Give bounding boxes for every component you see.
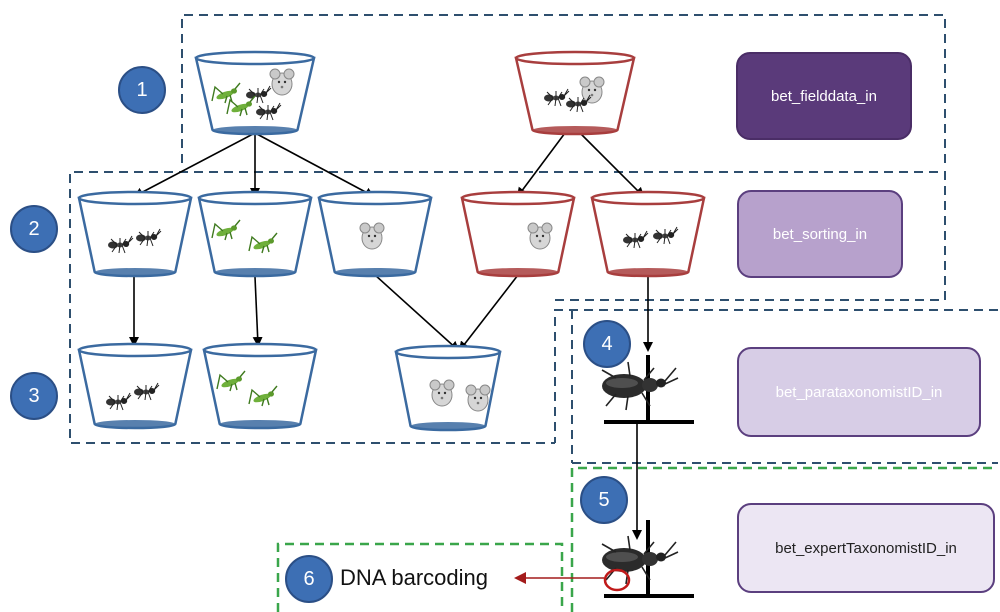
step-5-badge: 5 [580,476,628,524]
cup-icon [77,348,193,430]
table-name-fielddata: bet_fielddata_in [771,87,877,105]
step-3-badge: 3 [10,372,58,420]
cup-sort-hoppers [197,190,313,278]
beetle-icon [601,361,679,411]
leg-sample-circle [603,568,631,592]
step-1-badge: 1 [118,66,166,114]
step-4-badge: 4 [583,320,631,368]
beetle-icon [601,535,679,585]
cup-final-mice [394,344,502,432]
step-1-number: 1 [136,78,148,101]
cup-icon [197,196,313,278]
step-6-number: 6 [303,567,315,590]
region-step-5 [570,466,998,612]
table-name-expert-taxonomist: bet_expertTaxonomistID_in [775,539,957,557]
cup-field-blue [194,50,316,136]
region-step-6 [276,542,564,612]
cup-sort-red-ants [590,190,706,278]
table-box-expert-taxonomist: bet_expertTaxonomistID_in [737,503,995,593]
cup-sort-ants [77,190,193,278]
region-step-2-3 [69,171,946,444]
step-2-badge: 2 [10,205,58,253]
step-6-badge: 6 [285,555,333,603]
flow-arrows [129,132,653,540]
cup-icon [460,196,576,278]
step-3-number: 3 [28,384,40,407]
table-box-parataxonomist: bet_parataxonomistID_in [737,347,981,437]
step-5-number: 5 [598,488,610,511]
cups [77,50,706,432]
step-4-number: 4 [601,332,613,355]
cup-sort-red-mouse [460,190,576,278]
beetle-specimen-5 [601,520,694,598]
cup-field-red [514,50,636,136]
step-2-number: 2 [28,217,40,240]
table-name-sorting: bet_sorting_in [772,225,868,243]
table-box-sorting: bet_sorting_in [737,190,903,278]
table-box-fielddata: bet_fielddata_in [736,52,912,140]
region-step-4 [554,309,998,464]
cup-final-ants [77,342,193,430]
cup-sort-mouse [317,190,433,278]
table-name-parataxonomist: bet_parataxonomistID_in [775,383,943,401]
cup-icon [590,196,706,278]
cup-icon [77,196,193,278]
cup-icon [202,348,318,430]
dna-barcoding-label: DNA barcoding [340,565,488,590]
beetle-specimen-4 [601,355,694,424]
cup-icon [514,56,636,136]
cup-final-hoppers [202,342,318,430]
region-step-1 [181,14,946,163]
